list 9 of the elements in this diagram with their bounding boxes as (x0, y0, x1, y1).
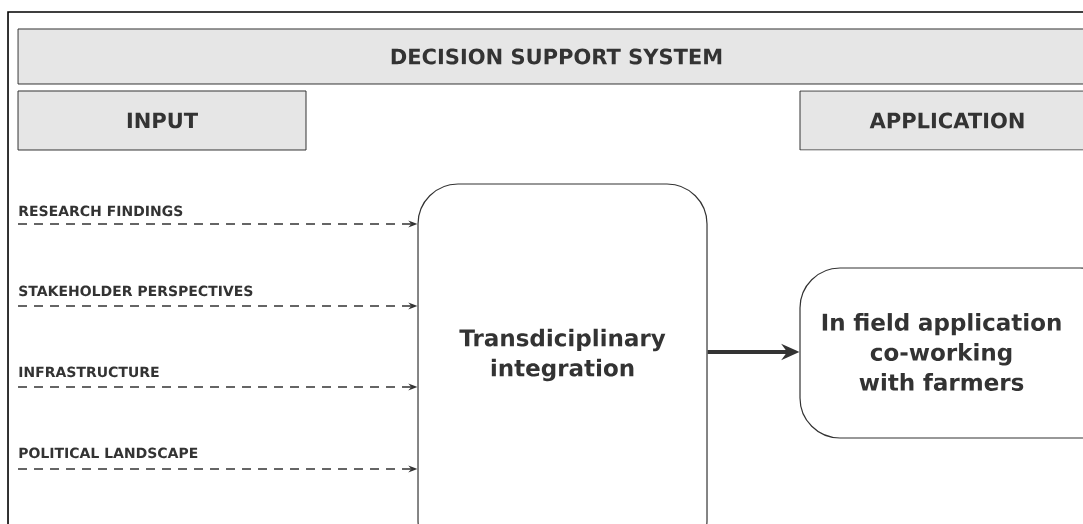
process-box: Transdiciplinary integration (417, 183, 708, 524)
input-label: STAKEHOLDER PERSPECTIVES (19, 285, 253, 297)
input-label: POLITICAL LANDSCAPE (19, 447, 198, 459)
process-box: In field application co-working with farmers (799, 267, 1083, 439)
section-header: INPUT (17, 90, 307, 151)
section-header: APPLICATION (799, 90, 1083, 151)
header-band: DECISION SUPPORT SYSTEM (17, 28, 1083, 85)
input-label: RESEARCH FINDINGS (19, 205, 183, 217)
input-label: INFRASTRUCTURE (19, 366, 159, 378)
